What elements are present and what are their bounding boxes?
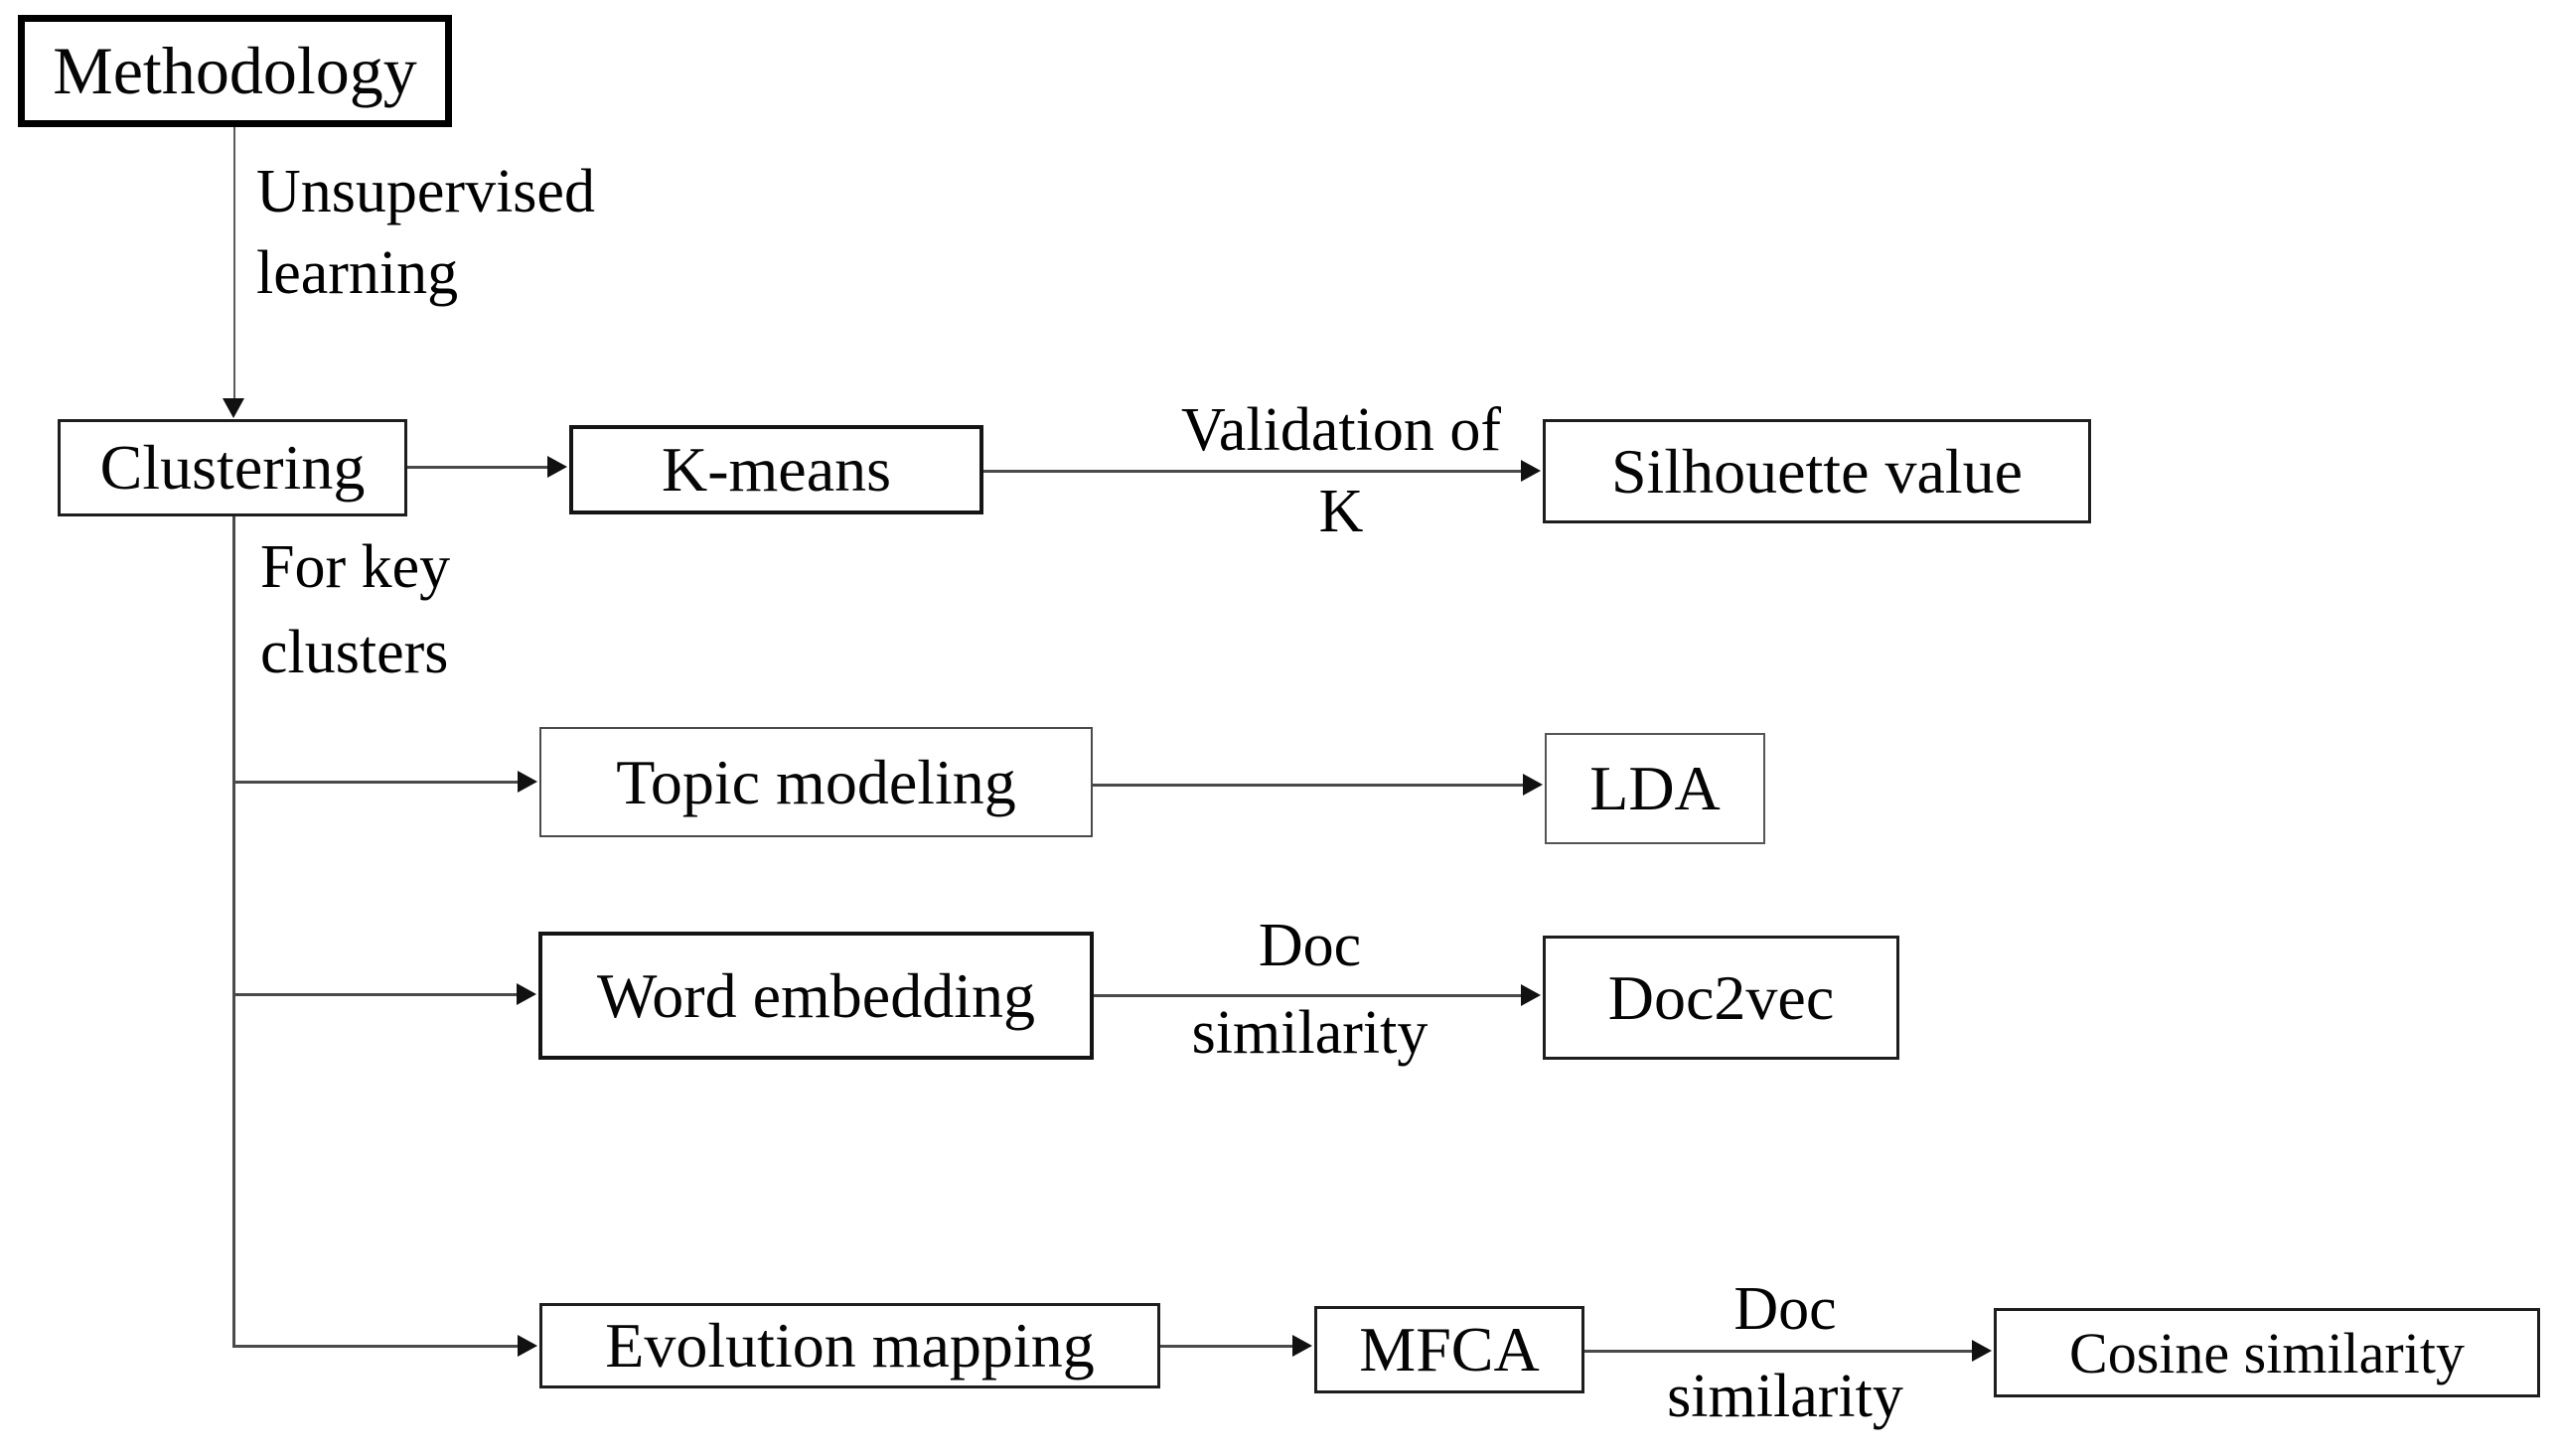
- node-clustering: Clustering: [58, 419, 407, 516]
- node-evolution-mapping: Evolution mapping: [539, 1303, 1160, 1388]
- arrowhead-cosine-similarity: [1972, 1340, 1992, 1362]
- label-validation-line2: K: [1318, 478, 1364, 545]
- edge-methodology-clustering: [233, 125, 235, 401]
- label-unsupervised-learning: Unsupervised learning: [256, 151, 595, 314]
- label-doc-similarity-2: Doc similarity: [1641, 1265, 1929, 1440]
- arrowhead-kmeans: [547, 456, 567, 478]
- arrowhead-silhouette: [1521, 460, 1541, 482]
- label-doc-similarity-1-line2: similarity: [1191, 999, 1429, 1067]
- label-doc-similarity-1: Doc similarity: [1138, 902, 1481, 1077]
- node-lda: LDA: [1545, 733, 1765, 844]
- label-for-key-line2: clusters: [260, 619, 449, 686]
- edge-clustering-word-embedding: [234, 993, 521, 996]
- trunk-line: [232, 514, 235, 1348]
- node-topic-modeling: Topic modeling: [539, 727, 1093, 837]
- edge-clustering-evolution-mapping: [234, 1345, 522, 1348]
- arrowhead-mfca: [1292, 1335, 1312, 1357]
- edge-kmeans-silhouette: [983, 470, 1523, 473]
- arrowhead-evolution-mapping: [518, 1335, 537, 1357]
- label-validation-line1: Validation of: [1181, 396, 1501, 464]
- node-silhouette-value: Silhouette value: [1543, 419, 2091, 523]
- arrowhead-lda: [1523, 774, 1543, 796]
- node-word-embedding: Word embedding: [538, 932, 1094, 1060]
- edge-word-embedding-doc2vec: [1094, 994, 1525, 997]
- label-doc-similarity-2-line2: similarity: [1667, 1363, 1903, 1430]
- label-doc-similarity-1-line1: Doc: [1258, 912, 1362, 979]
- arrowhead-doc2vec: [1521, 984, 1541, 1006]
- arrowhead-word-embedding: [517, 983, 536, 1005]
- edge-evolution-mapping-mfca: [1160, 1345, 1296, 1348]
- label-validation-of-k: Validation of K: [1118, 389, 1565, 552]
- node-kmeans: K-means: [569, 425, 983, 514]
- node-doc2vec: Doc2vec: [1543, 936, 1899, 1060]
- edge-mfca-cosine-similarity: [1584, 1350, 1976, 1353]
- label-for-key-line1: For key: [260, 533, 451, 601]
- node-cosine-similarity: Cosine similarity: [1994, 1308, 2540, 1397]
- label-for-key-clusters: For key clusters: [260, 524, 450, 695]
- node-methodology: Methodology: [18, 15, 452, 127]
- node-mfca: MFCA: [1314, 1306, 1584, 1393]
- label-doc-similarity-2-line1: Doc: [1733, 1275, 1837, 1343]
- label-unsupervised-line2: learning: [256, 239, 459, 307]
- edge-clustering-kmeans: [407, 466, 551, 469]
- arrowhead-clustering: [223, 398, 244, 418]
- arrowhead-topic-modeling: [518, 771, 537, 793]
- edge-clustering-topic-modeling: [234, 781, 522, 784]
- edge-topic-modeling-lda: [1093, 784, 1527, 787]
- label-unsupervised-line1: Unsupervised: [256, 158, 595, 225]
